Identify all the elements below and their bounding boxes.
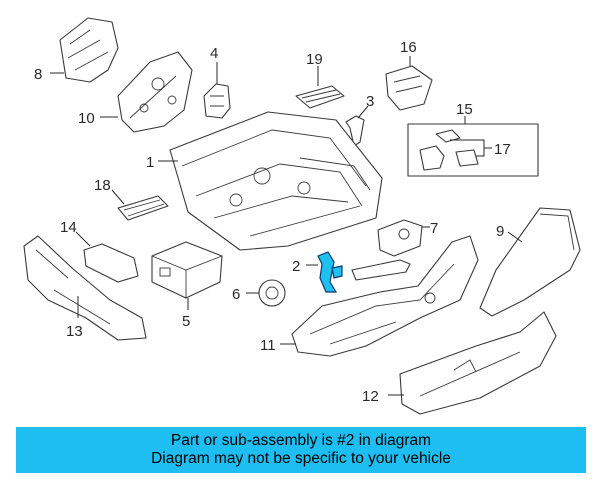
part-12-drawing <box>388 311 557 415</box>
banner-line-2: Diagram may not be specific to your vehi… <box>151 450 451 467</box>
part-8-drawing <box>50 17 119 83</box>
part-16-drawing <box>385 56 433 111</box>
callout-12: 12 <box>362 388 379 405</box>
callout-16: 16 <box>400 39 417 56</box>
callout-15: 15 <box>456 101 473 118</box>
callout-5: 5 <box>182 313 190 330</box>
part-10-drawing <box>100 51 193 133</box>
callout-6: 6 <box>232 286 240 303</box>
callout-2: 2 <box>292 258 300 275</box>
banner-line-1: Part or sub-assembly is #2 in diagram <box>170 432 432 449</box>
part-5-drawing <box>151 241 223 310</box>
callout-17: 17 <box>494 141 511 158</box>
callout-7: 7 <box>430 220 438 237</box>
info-banner: Part or sub-assembly is #2 in diagram Di… <box>16 427 586 473</box>
part-15-group-drawing <box>407 116 539 177</box>
callout-10: 10 <box>78 110 95 127</box>
part-14-drawing <box>75 231 139 283</box>
part-7-drawing <box>377 219 430 257</box>
callout-1: 1 <box>146 154 154 171</box>
callout-8: 8 <box>34 66 42 83</box>
callout-19: 19 <box>306 51 323 68</box>
part-3-drawing <box>345 105 369 147</box>
part-18-drawing <box>111 189 169 221</box>
part-4-drawing <box>203 62 231 119</box>
callout-3: 3 <box>366 93 374 110</box>
callout-11: 11 <box>260 337 276 354</box>
part-1-drawing <box>158 111 383 251</box>
callout-9: 9 <box>496 223 504 240</box>
part-6-drawing <box>246 279 286 307</box>
part-13-drawing <box>23 235 147 341</box>
callout-14: 14 <box>60 219 77 236</box>
part-2-drawing <box>306 251 343 293</box>
callout-13: 13 <box>66 323 83 340</box>
parts-diagram: 8 10 4 19 3 16 15 17 1 18 7 9 14 2 6 5 1… <box>23 17 581 415</box>
adjuster-lever-drawing <box>351 259 411 281</box>
part-19-drawing <box>295 66 345 109</box>
callout-4: 4 <box>210 45 218 62</box>
part-11-drawing <box>280 235 479 357</box>
part-9-drawing <box>479 207 581 317</box>
callout-18: 18 <box>94 177 111 194</box>
